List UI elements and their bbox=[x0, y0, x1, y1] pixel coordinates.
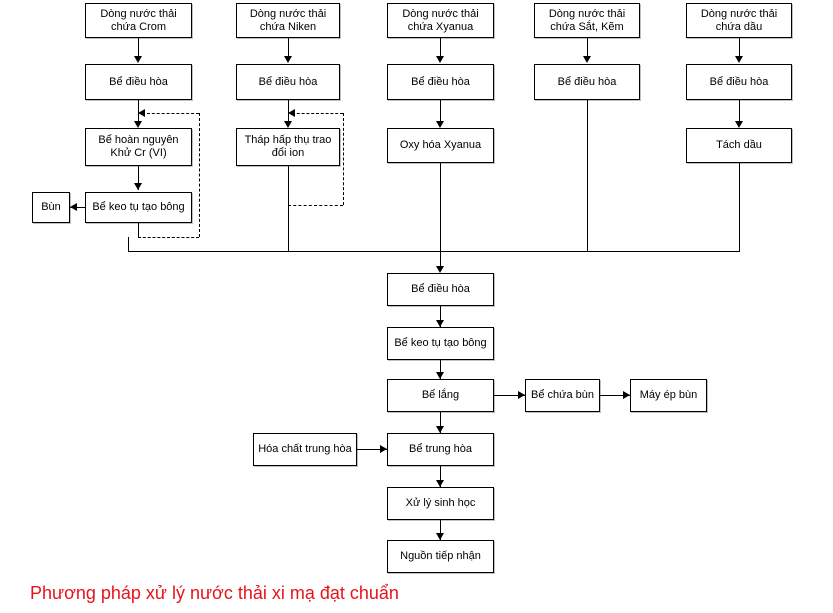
node-crom-be-dieu-hoa[interactable]: Bể điều hòa bbox=[85, 64, 192, 100]
edge-satkem-source-to-dieuhoa bbox=[587, 38, 588, 56]
recycle-niken-top bbox=[292, 113, 343, 114]
arrowhead-hoachat bbox=[380, 445, 387, 453]
edge-main-1 bbox=[440, 306, 441, 327]
arrowhead-may-ep-bun bbox=[623, 391, 630, 399]
arrowhead-main-3 bbox=[436, 426, 444, 433]
edge-lang-to-be-chua-bun bbox=[494, 395, 525, 396]
arrowhead-main-4 bbox=[436, 480, 444, 487]
node-niken-be-dieu-hoa[interactable]: Bể điều hòa bbox=[236, 64, 340, 100]
edge-niken-thap-down bbox=[288, 166, 289, 205]
edge-crom-source-to-dieuhoa bbox=[138, 38, 139, 56]
edge-main-4 bbox=[440, 466, 441, 487]
arrowhead-niken-2 bbox=[284, 121, 292, 128]
node-source-dau[interactable]: Dòng nước thải chứa dầu bbox=[686, 3, 792, 38]
node-xyanua-be-dieu-hoa[interactable]: Bể điều hòa bbox=[387, 64, 494, 100]
arrowhead-main-1 bbox=[436, 320, 444, 327]
node-main-be-lang[interactable]: Bể lắng bbox=[387, 379, 494, 412]
node-main-be-keo-tu[interactable]: Bể keo tụ tạo bông bbox=[387, 327, 494, 360]
edge-dau-to-collector bbox=[739, 163, 740, 252]
edge-crom-to-collector bbox=[128, 237, 129, 252]
recycle-niken-bottom bbox=[288, 205, 343, 206]
arrowhead-recycle-crom bbox=[138, 109, 145, 117]
diagram-caption: Phương pháp xử lý nước thải xi mạ đạt ch… bbox=[30, 583, 399, 603]
node-crom-be-keo-tu[interactable]: Bể keo tụ tạo bông bbox=[85, 192, 192, 223]
node-dau-be-dieu-hoa[interactable]: Bể điều hòa bbox=[686, 64, 792, 100]
node-source-xyanua[interactable]: Dòng nước thải chứa Xyanua bbox=[387, 3, 494, 38]
node-dau-tach-dau[interactable]: Tách dầu bbox=[686, 128, 792, 163]
node-main-xu-ly-sinh-hoc[interactable]: Xử lý sinh học bbox=[387, 487, 494, 520]
node-main-be-trung-hoa[interactable]: Bể trung hòa bbox=[387, 433, 494, 466]
edge-crom-hoannguyen-to-keotu bbox=[138, 166, 139, 190]
node-main-be-dieu-hoa[interactable]: Bể điều hòa bbox=[387, 273, 494, 306]
node-source-sat-kem[interactable]: Dòng nước thải chứa Sắt, Kẽm bbox=[534, 3, 640, 38]
node-crom-be-hoan-nguyen[interactable]: Bể hoàn nguyên Khử Cr (VI) bbox=[85, 128, 192, 166]
arrowhead-crom-1 bbox=[134, 56, 142, 63]
edge-hoachat-to-betrunghoa bbox=[357, 449, 387, 450]
edge-dau-dieuhoa-to-tachdau bbox=[739, 100, 740, 126]
edge-main-5 bbox=[440, 520, 441, 540]
edge-niken-source-to-dieuhoa bbox=[288, 38, 289, 56]
edge-xyanua-source-to-dieuhoa bbox=[440, 38, 441, 56]
arrowhead-bun bbox=[70, 203, 77, 211]
arrowhead-crom-3 bbox=[134, 183, 142, 190]
recycle-crom-bottom bbox=[138, 237, 199, 238]
arrowhead-satkem-1 bbox=[583, 56, 591, 63]
node-satkem-be-dieu-hoa[interactable]: Bể điều hòa bbox=[534, 64, 640, 100]
recycle-crom-top bbox=[142, 113, 199, 114]
arrowhead-dau-1 bbox=[735, 56, 743, 63]
edge-xyanua-dieuhoa-to-oxyhoa bbox=[440, 100, 441, 126]
collector-bus bbox=[128, 251, 740, 252]
edge-niken-to-collector bbox=[288, 205, 289, 252]
edge-crom-keotu-down bbox=[138, 223, 139, 237]
arrowhead-xyanua-1 bbox=[436, 56, 444, 63]
edge-main-2 bbox=[440, 360, 441, 379]
node-main-nguon-tiep-nhan[interactable]: Nguồn tiếp nhận bbox=[387, 540, 494, 573]
node-source-niken[interactable]: Dòng nước thải chứa Niken bbox=[236, 3, 340, 38]
arrowhead-collector-main bbox=[436, 266, 444, 273]
arrowhead-main-2 bbox=[436, 372, 444, 379]
recycle-crom-right bbox=[199, 113, 200, 237]
edge-collector-to-main bbox=[440, 251, 441, 269]
edge-dau-source-to-dieuhoa bbox=[739, 38, 740, 56]
recycle-niken-right bbox=[343, 113, 344, 205]
node-hoa-chat-trung-hoa[interactable]: Hóa chất trung hòa bbox=[253, 433, 357, 466]
arrowhead-be-chua-bun bbox=[518, 391, 525, 399]
node-niken-thap-hap-thu[interactable]: Tháp hấp thụ trao đổi ion bbox=[236, 128, 340, 166]
arrowhead-xyanua-2 bbox=[436, 121, 444, 128]
node-xyanua-oxy-hoa[interactable]: Oxy hóa Xyanua bbox=[387, 128, 494, 163]
edge-satkem-to-collector bbox=[587, 100, 588, 252]
arrowhead-main-5 bbox=[436, 533, 444, 540]
arrowhead-recycle-niken bbox=[288, 109, 295, 117]
edge-main-3 bbox=[440, 412, 441, 433]
arrowhead-crom-2 bbox=[134, 121, 142, 128]
node-be-chua-bun[interactable]: Bể chứa bùn bbox=[525, 379, 600, 412]
node-crom-bun[interactable]: Bùn bbox=[32, 192, 70, 223]
edge-keotu-to-bun bbox=[70, 207, 85, 208]
arrowhead-niken-1 bbox=[284, 56, 292, 63]
node-may-ep-bun[interactable]: Máy ép bùn bbox=[630, 379, 707, 412]
edge-bechuabun-to-mayepbun bbox=[600, 395, 630, 396]
node-source-crom[interactable]: Dòng nước thải chứa Crom bbox=[85, 3, 192, 38]
arrowhead-dau-2 bbox=[735, 121, 743, 128]
edge-xyanua-to-collector bbox=[440, 163, 441, 252]
